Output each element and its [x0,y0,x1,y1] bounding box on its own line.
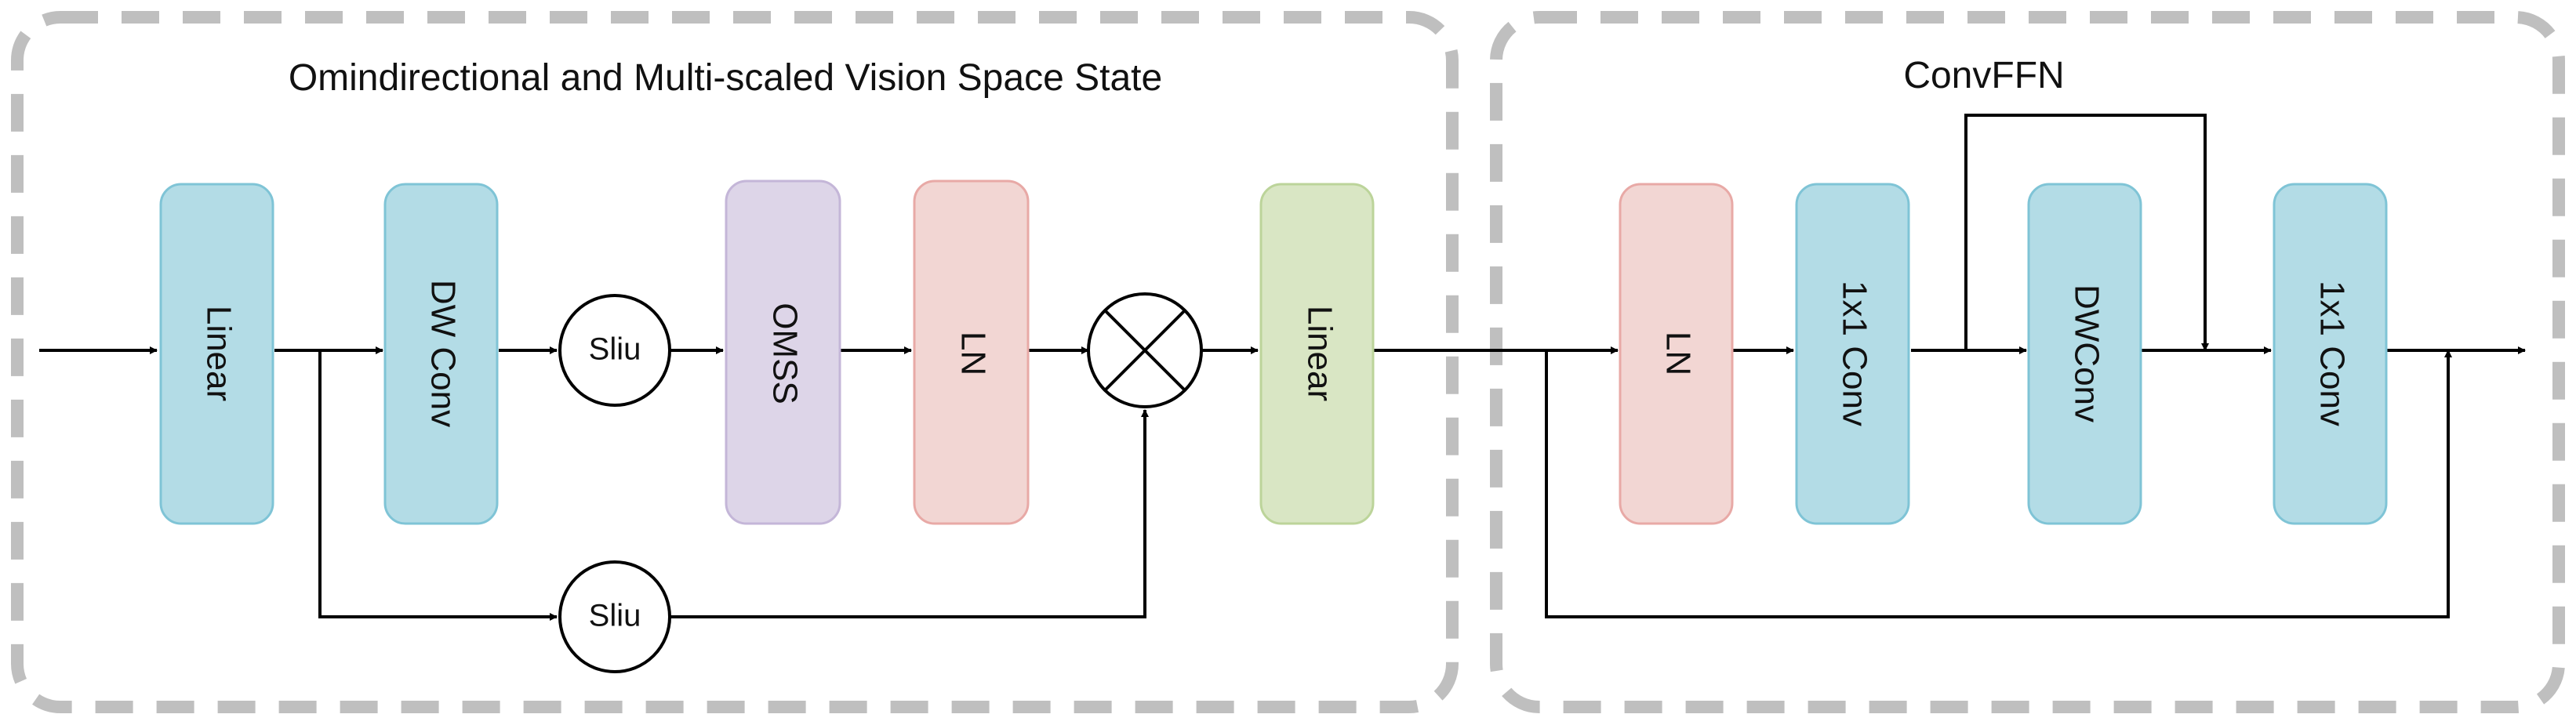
block-ln-1-label: LN [954,332,992,375]
block-ln-2-label: LN [1659,332,1697,375]
block-linear-1: Linear [159,183,274,525]
sliu-top-node: Sliu [558,294,671,407]
sliu-top-label: Sliu [589,332,641,367]
convffn-group-border [1490,11,2565,713]
omss-group-border [11,11,1459,713]
block-ln-2: LN [1619,183,1734,525]
connectors [39,114,2526,621]
block-dw-conv-label: DW Conv [423,280,462,427]
block-1x1-conv-a: 1x1 Conv [1795,183,1910,525]
block-1x1-conv-a-label: 1x1 Conv [1835,281,1873,426]
block-1x1-conv-b: 1x1 Conv [2273,183,2388,525]
block-dw-conv: DW Conv [383,183,499,525]
block-dwconv-label: DWConv [2067,285,2105,422]
residual-arrow [1545,350,2452,618]
block-ln-1: LN [913,179,1030,525]
block-linear-2-label: Linear [1300,306,1339,401]
block-1x1-conv-b-label: 1x1 Conv [2313,281,2351,426]
sliu-bottom-node: Sliu [558,560,671,673]
multiply-node [1087,292,1203,408]
sliu-to-multiply-arrow [670,409,1149,618]
block-omss: OMSS [725,179,841,525]
block-omss-label: OMSS [765,303,804,404]
block-linear-1-label: Linear [199,306,238,401]
omss-group-title: Omindirectional and Multi-scaled Vision … [289,57,1162,99]
sliu-bottom-label: Sliu [589,599,641,633]
block-linear-2: Linear [1259,183,1375,525]
block-dwconv: DWConv [2027,183,2142,525]
convffn-skip-arrow [1964,114,2209,351]
convffn-title: ConvFFN [1903,55,2064,96]
branch-to-sliu-arrow [318,350,558,621]
